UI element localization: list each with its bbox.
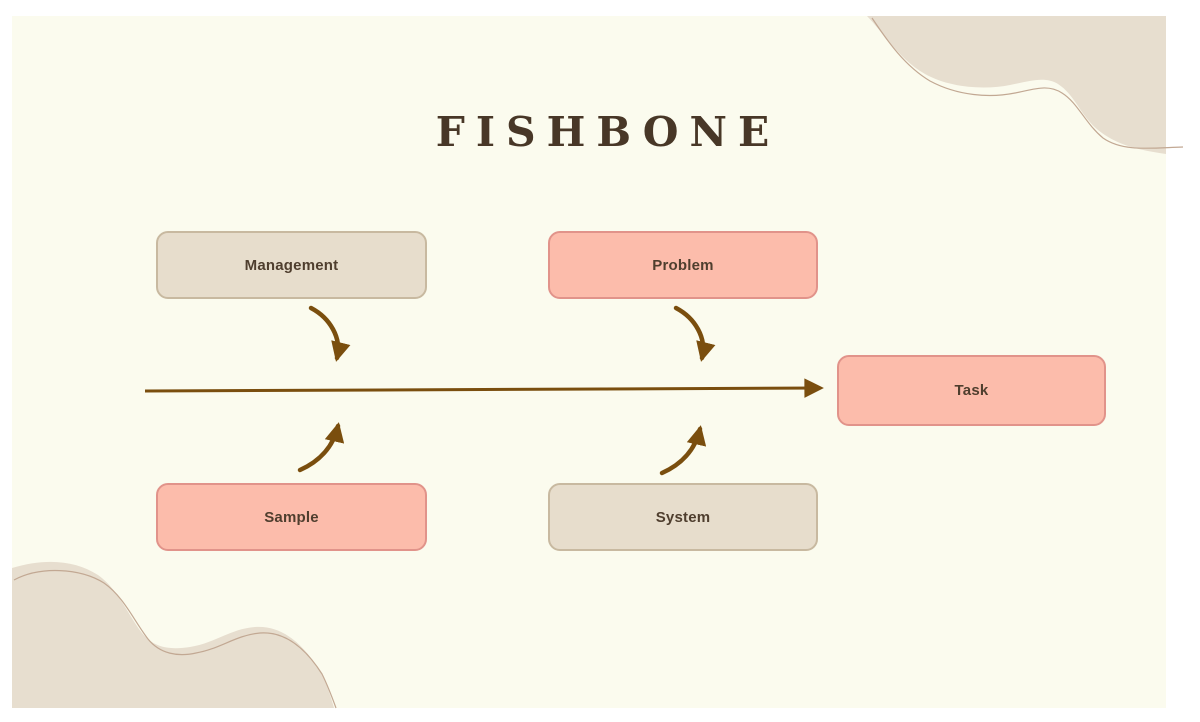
node-management-label: Management bbox=[244, 256, 339, 274]
node-problem[interactable]: Problem bbox=[548, 231, 818, 299]
node-management[interactable]: Management bbox=[156, 231, 427, 299]
corner-blob-bottom-left bbox=[12, 561, 337, 709]
corner-blob-top-right bbox=[867, 16, 1184, 154]
blob-accent-line-bottom-left bbox=[13, 570, 337, 709]
node-sample[interactable]: Sample bbox=[156, 483, 427, 551]
node-problem-label: Problem bbox=[652, 256, 714, 274]
branch-arrow-sample[interactable] bbox=[297, 422, 345, 473]
diagram-title: FISHBONE bbox=[435, 108, 781, 156]
blob-fill-top-right bbox=[867, 16, 1166, 154]
node-system[interactable]: System bbox=[548, 483, 818, 551]
node-system-label: System bbox=[655, 508, 711, 526]
spine-arrow[interactable] bbox=[144, 378, 824, 398]
branch-arrow-system[interactable] bbox=[659, 425, 707, 476]
branch-arrow-management[interactable] bbox=[308, 305, 351, 362]
node-sample-label: Sample bbox=[264, 508, 319, 526]
node-task-label: Task bbox=[954, 382, 989, 399]
blob-accent-line-top-right bbox=[871, 17, 1184, 149]
node-task[interactable]: Task bbox=[837, 355, 1106, 426]
blob-fill-bottom-left bbox=[12, 561, 334, 708]
branch-arrow-problem[interactable] bbox=[673, 305, 716, 362]
